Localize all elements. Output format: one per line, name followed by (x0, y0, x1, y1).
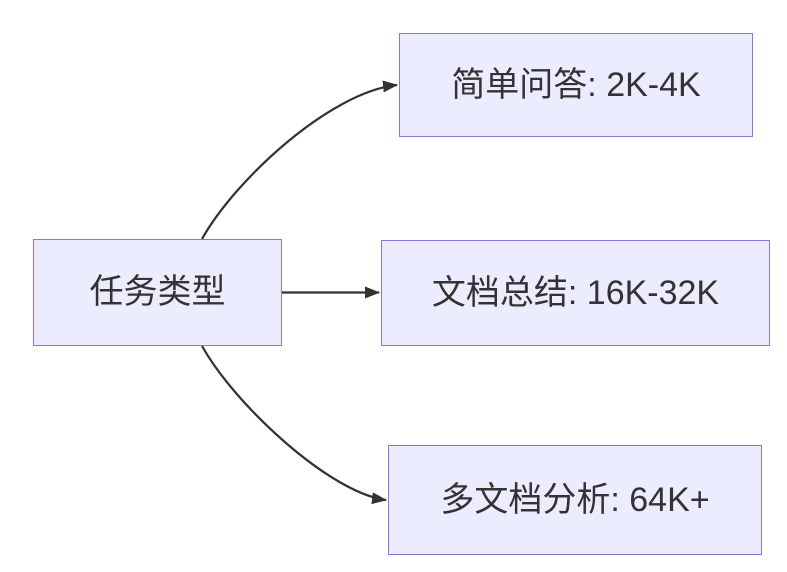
node-multi-doc-analysis: 多文档分析: 64K+ (388, 445, 762, 555)
node-multi-doc-analysis-label: 多文档分析: 64K+ (440, 480, 710, 519)
node-doc-summary: 文档总结: 16K-32K (381, 240, 770, 346)
edge-task-type-to-multi-doc (201, 345, 387, 505)
edge-task-type-to-simple-qa (201, 80, 398, 240)
node-simple-qa: 简单问答: 2K-4K (399, 33, 753, 137)
node-simple-qa-label: 简单问答: 2K-4K (451, 65, 701, 104)
node-task-type: 任务类型 (33, 239, 282, 346)
node-task-type-label: 任务类型 (89, 273, 226, 312)
node-doc-summary-label: 文档总结: 16K-32K (431, 273, 720, 312)
